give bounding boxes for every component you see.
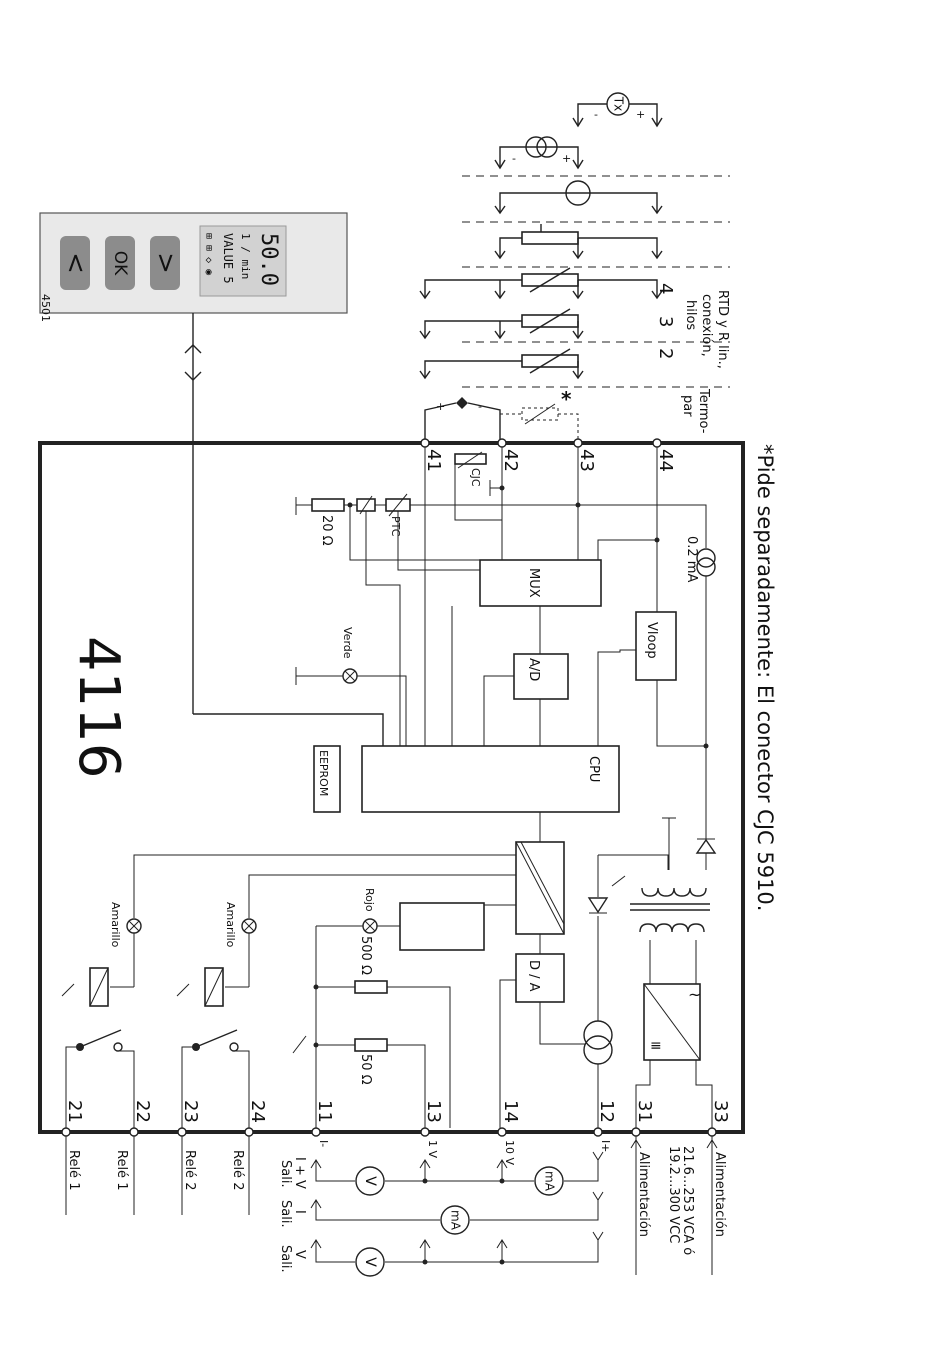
- terminal-13-note: 1 V: [426, 1140, 439, 1158]
- left-button[interactable]: [60, 236, 90, 290]
- cjc-label: CJC: [469, 468, 482, 487]
- terminal-11-note: I-: [317, 1140, 330, 1147]
- led-yellow2-label: Amarillo: [224, 902, 237, 948]
- label-out-iv-2: Sali.: [278, 1160, 293, 1188]
- input-circuit: CJC 20 Ω PTC 0.2 mA MUX: [295, 447, 716, 840]
- label-out-iv-1: I + V: [292, 1157, 307, 1189]
- meter-v-2: V: [362, 1257, 378, 1267]
- svg-text:-: -: [594, 108, 598, 121]
- label-out-v-2: Sali.: [278, 1245, 293, 1273]
- led-green-label: Verde: [341, 627, 354, 659]
- label-supply-range-2: 19.2...300 VCC: [666, 1146, 681, 1243]
- ok-button-label: OK: [110, 251, 130, 276]
- label-out-i-1: I: [292, 1210, 307, 1214]
- label-supply-b: Alimentación: [712, 1152, 727, 1237]
- rtd-label-2: conexión,: [699, 294, 714, 357]
- label-rele2b: Relé 2: [230, 1150, 245, 1190]
- bottom-terminals: 21 22 23 24 11 13 14 12 31 33 I- I+ 1 V …: [61, 1100, 731, 1165]
- label-out-i-2: Sali.: [278, 1200, 293, 1228]
- wires-4: 4: [655, 283, 676, 294]
- terminal-11: 11: [314, 1100, 335, 1123]
- display-value: 50.0: [256, 233, 281, 286]
- left-button-label: <: [61, 252, 91, 274]
- terminal-12: 12: [596, 1100, 617, 1123]
- thermocouple-label-2: par: [680, 395, 695, 417]
- current-source-label: 0.2 mA: [684, 536, 699, 582]
- mux-label: MUX: [526, 568, 541, 598]
- cpu-label: CPU: [586, 756, 601, 782]
- display-module: < OK > 50.0 1 / min VALUE 5 ⊞ ⊞ ◇ ◉ 4501: [39, 212, 348, 322]
- ok-button[interactable]: [105, 236, 135, 290]
- wires-2: 2: [655, 348, 676, 359]
- cjc-asterisk: *: [561, 387, 572, 411]
- label-rele2a: Relé 2: [182, 1150, 197, 1190]
- display-unit: 1 / min: [239, 233, 252, 279]
- label-rele1b: Relé 1: [114, 1150, 129, 1190]
- meter-ma-2: mA: [449, 1210, 463, 1231]
- resistor-20: 20 Ω: [319, 515, 334, 546]
- svg-text:~: ~: [688, 985, 701, 1004]
- lcd-screen: [199, 225, 287, 297]
- terminal-22: 22: [132, 1100, 153, 1123]
- tx-label: Tx: [612, 96, 626, 111]
- display-tag: VALUE 5: [221, 233, 235, 284]
- right-button[interactable]: [150, 236, 180, 290]
- label-rele1a: Relé 1: [66, 1150, 81, 1190]
- terminal-43: 43: [576, 449, 597, 472]
- resistor-50: 50 Ω: [358, 1054, 373, 1085]
- label-supply-a: Alimentación: [636, 1152, 651, 1237]
- model-number: 4116: [66, 636, 131, 779]
- terminal-42: 42: [500, 449, 521, 472]
- led-red-label: Rojo: [363, 888, 376, 912]
- footnote: *Pide separadamente: El conector CJC 591…: [753, 444, 777, 911]
- rtd-label-1: RTD y R lin.,: [715, 290, 730, 369]
- display-corner-code: 4501: [39, 294, 52, 322]
- terminal-41: 41: [423, 449, 444, 472]
- terminal-23: 23: [180, 1100, 201, 1123]
- display-link: [184, 313, 384, 746]
- vloop-label: Vloop: [644, 622, 659, 659]
- svg-text:+: +: [636, 108, 645, 121]
- bottom-labels: Relé 1 Relé 1 Relé 2 Relé 2 I + V Sali. …: [66, 1146, 727, 1273]
- label-supply-range-1: 21.6...253 VCA ó: [680, 1146, 695, 1255]
- terminal-33: 33: [710, 1100, 731, 1123]
- status-icons: ⊞ ⊞ ◇ ◉: [203, 233, 214, 275]
- eeprom-label: EEPROM: [317, 750, 330, 796]
- thermocouple-label-1: Termo-: [696, 388, 711, 434]
- top-terminals: 41 42 43 44: [420, 438, 676, 472]
- terminal-13: 13: [423, 1100, 444, 1123]
- wires-3: 3: [655, 316, 676, 327]
- label-out-v-1: V: [292, 1250, 307, 1259]
- resistor-500: 500 Ω: [358, 936, 373, 975]
- device-housing: [38, 441, 745, 1134]
- meter-v-1: V: [362, 1176, 378, 1186]
- svg-text:+: +: [436, 400, 445, 413]
- input-wiring: Tx - + - +: [419, 92, 730, 440]
- terminal-31: 31: [634, 1100, 655, 1123]
- terminal-24: 24: [247, 1100, 268, 1123]
- terminal-14: 14: [500, 1100, 521, 1123]
- terminal-12-note: I+: [599, 1140, 612, 1152]
- external-wiring: V mA mA V: [65, 1136, 718, 1277]
- svg-text:≡: ≡: [650, 1038, 662, 1054]
- ptc-label: PTC: [389, 516, 402, 537]
- output-circuit: D / A Rojo 500 Ω 50 Ω: [61, 817, 717, 1128]
- ad-label: A/D: [526, 658, 541, 681]
- cpu-block: CPU EEPROM: [313, 745, 620, 842]
- right-button-label: >: [151, 252, 181, 274]
- meter-ma-1: mA: [543, 1171, 557, 1192]
- terminal-44: 44: [655, 449, 676, 472]
- da-label: D / A: [526, 960, 541, 992]
- rtd-label-3: hilos: [683, 300, 698, 330]
- svg-text:+: +: [562, 152, 571, 165]
- terminal-21: 21: [64, 1100, 85, 1123]
- svg-text:-: -: [478, 400, 482, 413]
- led-yellow1-label: Amarillo: [109, 902, 122, 948]
- terminal-14-note: 10 V: [503, 1140, 516, 1165]
- svg-text:-: -: [512, 152, 516, 165]
